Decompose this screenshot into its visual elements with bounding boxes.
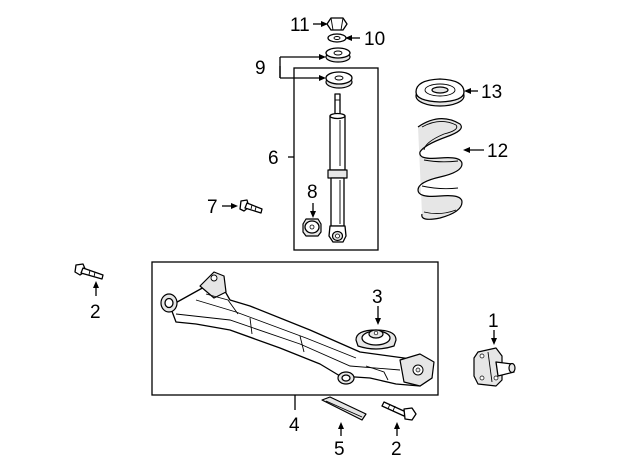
- arrowhead-2b: [394, 422, 400, 429]
- callout-10: 10: [364, 29, 385, 50]
- callout-11: 11: [290, 15, 310, 36]
- callout-12: 12: [487, 141, 508, 162]
- arrowhead-8: [310, 211, 316, 218]
- arrowhead-10: [345, 35, 352, 41]
- callout-9: 9: [255, 58, 266, 79]
- callout-13: 13: [481, 82, 502, 103]
- axle-bolt-right-part: [381, 401, 417, 421]
- arrowhead-9b: [319, 75, 326, 81]
- spring-insulator-part: [415, 78, 465, 107]
- axle-bolt-left-part: [74, 263, 104, 280]
- coil-spring-part: [417, 118, 463, 220]
- callout-2b: 2: [391, 439, 402, 460]
- washer-part: [327, 33, 347, 43]
- shock-bolt-part: [239, 199, 263, 214]
- spindle-part: [473, 347, 516, 387]
- bracket-part: [321, 396, 367, 421]
- rear-axle-beam-part: [160, 271, 435, 387]
- lower-upper-bushing-part: [325, 71, 353, 89]
- arrowhead-5: [338, 422, 344, 429]
- arrowhead-4: [491, 338, 497, 345]
- callout-2a: 2: [90, 302, 101, 323]
- callout-8: 8: [307, 182, 318, 203]
- callout-5: 5: [334, 439, 345, 460]
- arrowhead-9a: [319, 54, 326, 60]
- callout-3: 3: [372, 287, 383, 308]
- upper-bushing-part: [325, 47, 351, 63]
- shock-absorber-box: [293, 67, 379, 251]
- arrowhead-2a: [93, 281, 99, 288]
- callout-1: 4: [289, 415, 300, 436]
- nut-part: [326, 17, 348, 31]
- arrowhead-11: [321, 21, 328, 27]
- arrowhead-7: [231, 203, 238, 209]
- arrowhead-13: [464, 88, 471, 94]
- callout-4: 1: [488, 311, 499, 332]
- callout-7: 7: [207, 197, 218, 218]
- lower-bushing-part: [302, 218, 322, 237]
- arrowhead-12: [463, 147, 470, 153]
- axle-mount-part: [355, 329, 397, 350]
- arrowhead-3: [375, 318, 381, 325]
- shock-absorber-part: [327, 93, 348, 243]
- callout-6: 6: [268, 148, 279, 169]
